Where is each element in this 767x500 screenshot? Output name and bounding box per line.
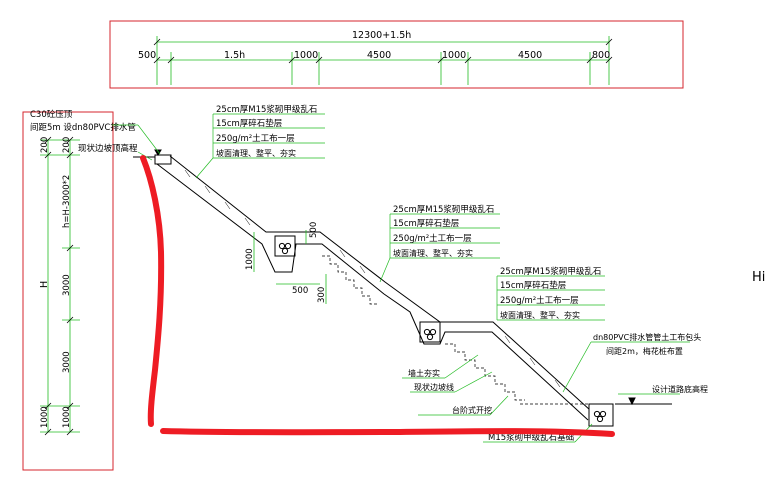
- foundation-label: M15浆砌甲级乱石基础: [488, 432, 574, 443]
- left-dim-3000b: 3000: [62, 351, 72, 373]
- layer-3-masonry: 25cm厚M15浆砌甲级乱石: [500, 266, 601, 277]
- layer-1-clearing: 坡面清理、整平、夯实: [216, 148, 296, 158]
- backfill-label: 墙土夯实: [408, 368, 440, 378]
- top-seg-dim-1-5h: 1.5h: [224, 50, 245, 61]
- top-dimension-highlight-box: [109, 20, 684, 89]
- red-markup-vertical: [140, 155, 165, 427]
- left-note-pipe-label: 间距5m 设dn80PVC排水管: [30, 122, 136, 133]
- slope-hatching: [184, 169, 561, 388]
- design-road-bottom-label: 设计道路底高程: [652, 384, 708, 394]
- drain-pipe-spacing-label: 间距2m，梅花桩布置: [606, 346, 683, 356]
- left-note-cap-label: C30砼压顶: [30, 109, 73, 120]
- layer-3-clearing: 坡面清理、整平、夯实: [500, 310, 580, 320]
- top-seg-dim-800: 800: [592, 50, 610, 61]
- left-dim-200b: 200: [62, 137, 72, 153]
- left-dimension-chain: [40, 136, 80, 436]
- drain-pipe-label: dn80PVC排水管管土工布包头: [593, 332, 701, 342]
- top-seg-dim-4500b: 4500: [518, 50, 542, 61]
- left-dim-1000a: 1000: [40, 406, 50, 428]
- layer-callout-3: [496, 275, 605, 321]
- existing-top-elev-label: 现状边坡顶高程: [78, 143, 138, 154]
- layer-2-gravel: 15cm厚碎石垫层: [393, 218, 459, 229]
- top-total-dim-label: 12300+1.5h: [352, 30, 411, 41]
- left-dim-H: H: [39, 281, 50, 288]
- truncated-side-text: Hi: [752, 270, 766, 285]
- top-seg-dim-1000b: 1000: [442, 50, 466, 61]
- bench-dimensions: [253, 230, 327, 304]
- layer-3-geotextile: 250g/m²土工布一层: [500, 295, 579, 306]
- bench-dim-500-vertical: 500: [309, 222, 319, 238]
- bench-dim-500-horizontal: 500: [292, 286, 308, 296]
- misc-callout-leaders: [112, 124, 690, 443]
- layer-1-gravel: 15cm厚碎石垫层: [216, 118, 282, 129]
- slope-body: [133, 149, 672, 427]
- red-markup-strokes: [140, 155, 615, 437]
- bench-dim-1000: 1000: [245, 248, 255, 270]
- left-dim-3000a: 3000: [62, 274, 72, 296]
- stepped-excavation-lines: [322, 255, 588, 405]
- existing-slope-line-label: 现状边坡线: [414, 382, 454, 392]
- left-dim-h-formula: h=H-3000*2: [62, 175, 72, 228]
- left-dim-200a: 200: [40, 137, 50, 153]
- bench-dim-300: 300: [317, 287, 327, 303]
- layer-callout-1: [195, 113, 325, 179]
- top-dimension-chain: [153, 36, 613, 85]
- red-markup-horizontal: [160, 428, 615, 437]
- layer-1-geotextile: 250g/m²土工布一层: [216, 133, 295, 144]
- left-dimension-highlight-box: [22, 111, 114, 471]
- layer-2-geotextile: 250g/m²土工布一层: [393, 233, 472, 244]
- top-seg-dim-500: 500: [138, 50, 156, 61]
- top-seg-dim-1000a: 1000: [294, 50, 318, 61]
- layer-callout-2: [379, 213, 500, 283]
- left-dim-1000b: 1000: [62, 406, 72, 428]
- layer-1-masonry: 25cm厚M15浆砌甲级乱石: [216, 104, 317, 115]
- layer-3-gravel: 15cm厚碎石垫层: [500, 280, 566, 291]
- stepped-excavation-label: 台阶式开挖: [452, 405, 492, 415]
- layer-2-clearing: 坡面清理、整平、夯实: [393, 248, 473, 258]
- top-seg-dim-4500a: 4500: [367, 50, 391, 61]
- layer-2-masonry: 25cm厚M15浆砌甲级乱石: [393, 204, 494, 215]
